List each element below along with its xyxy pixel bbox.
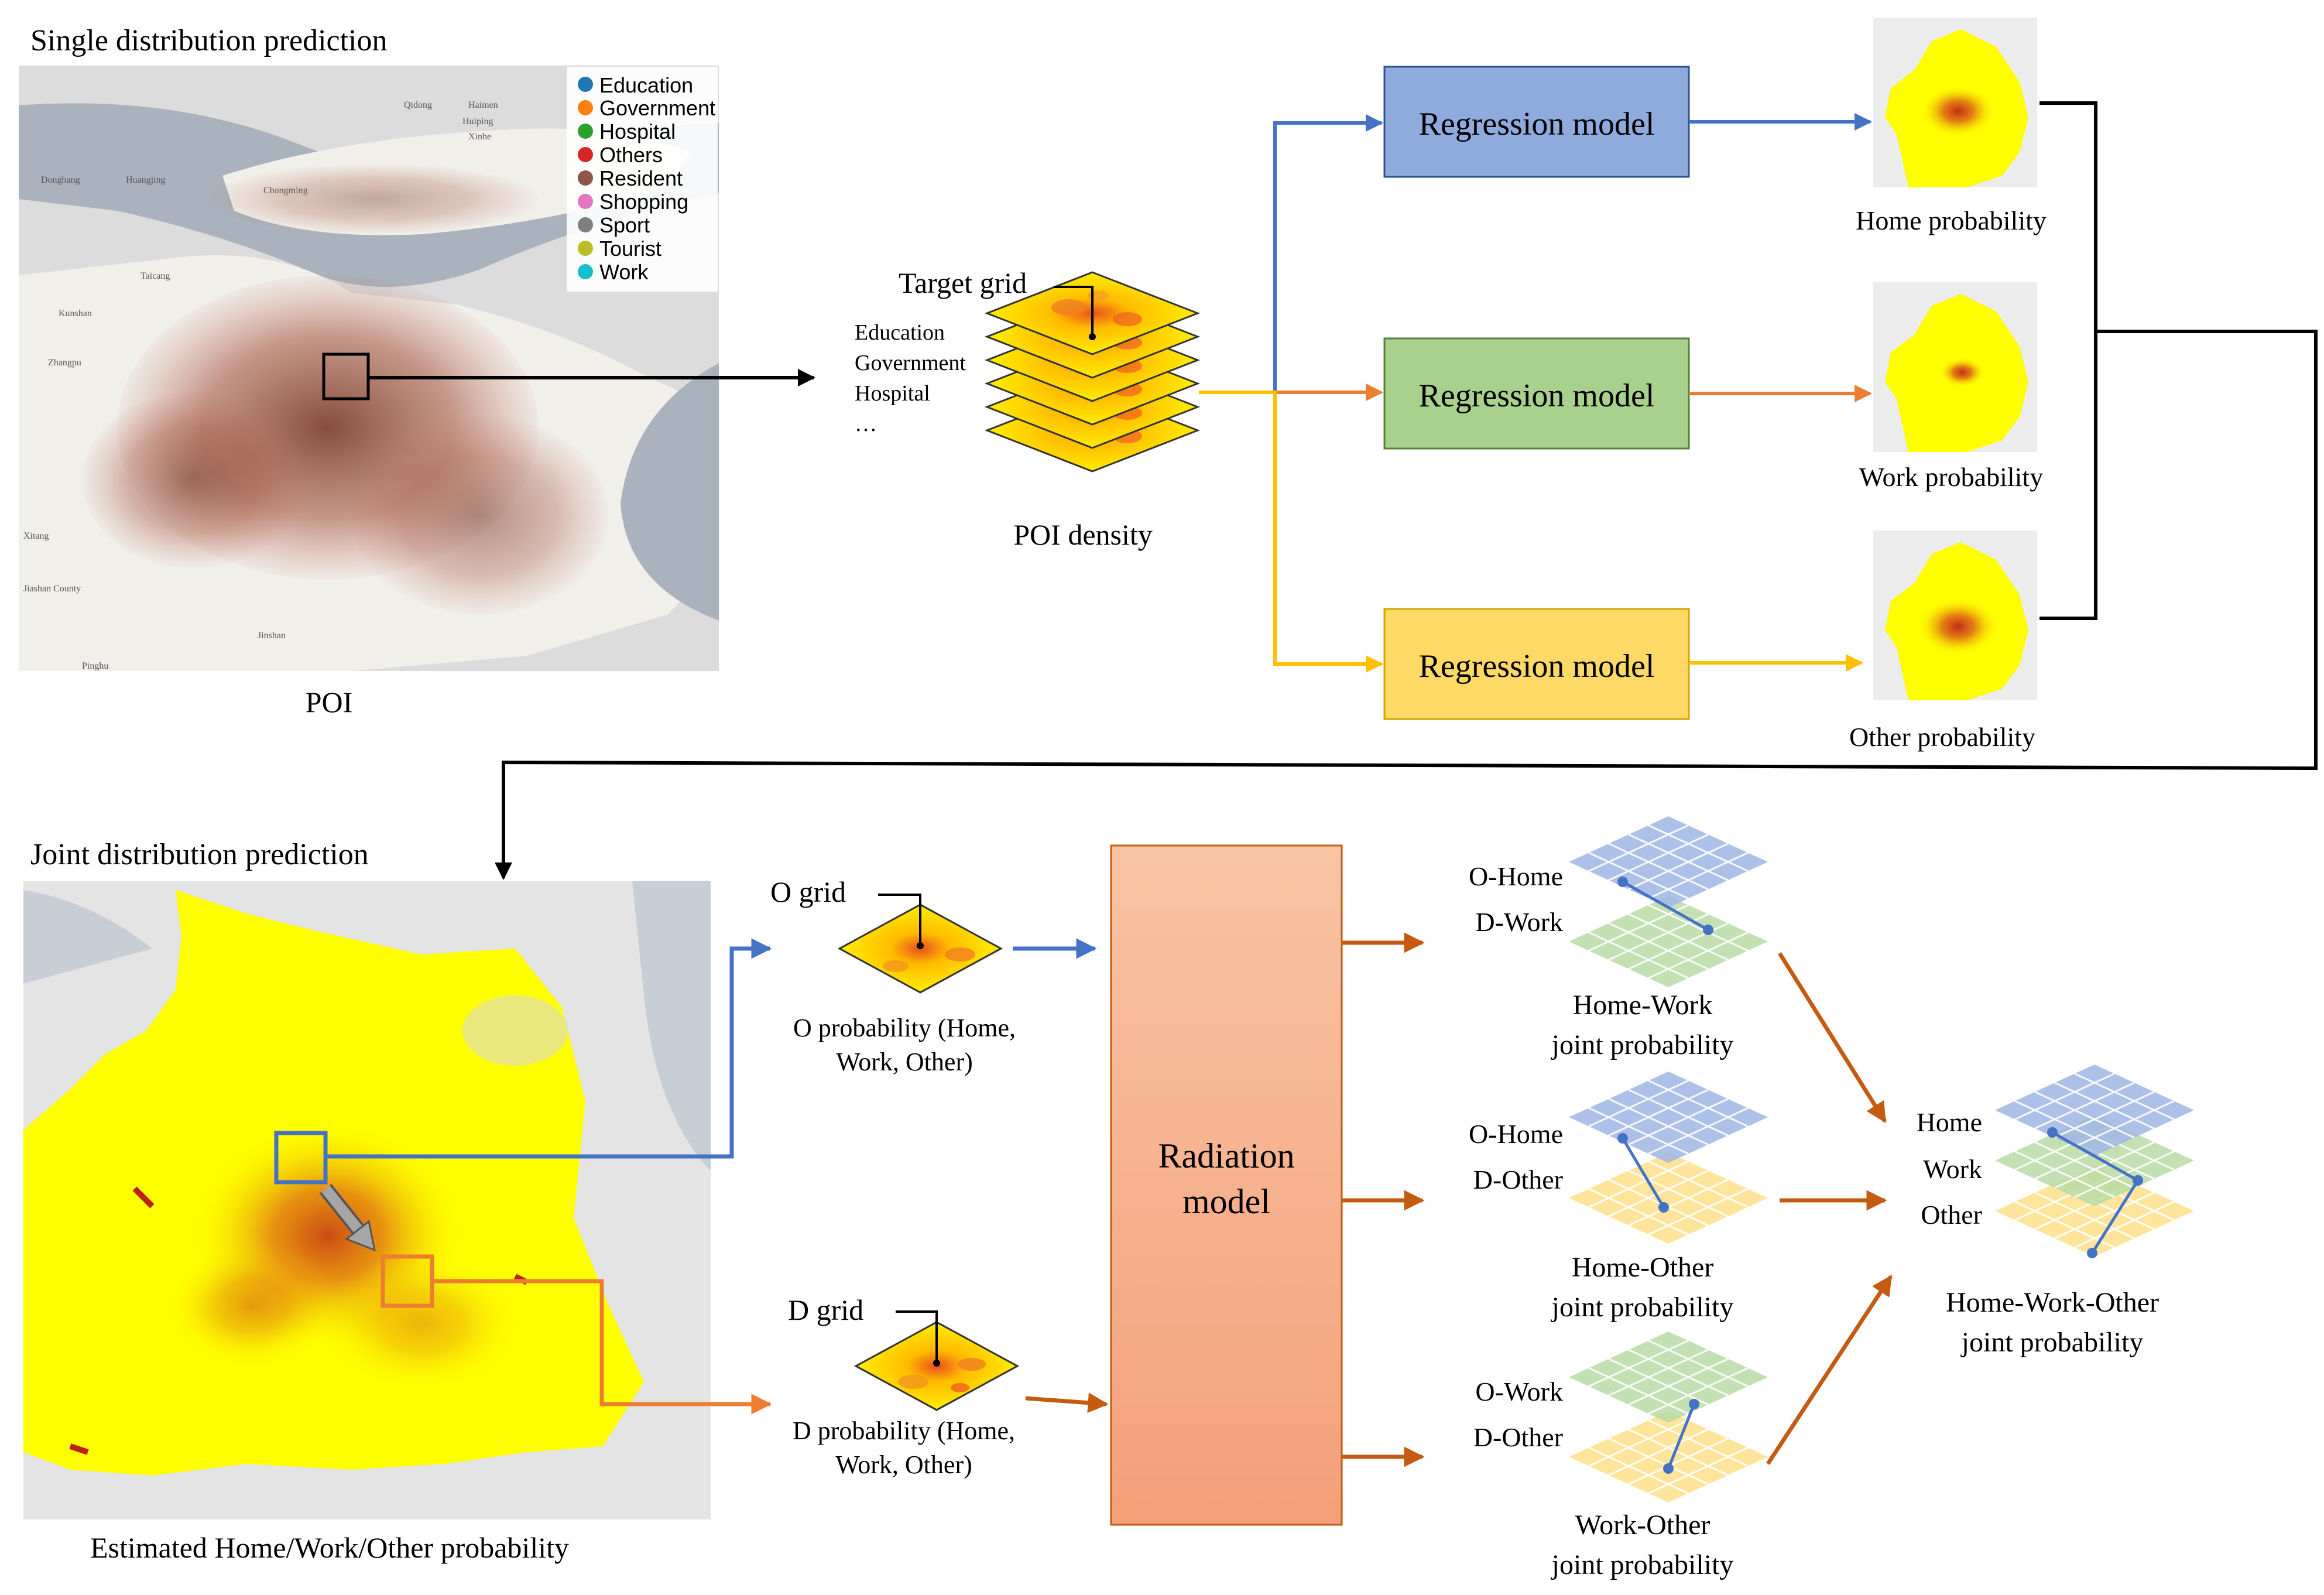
map-label-taicang: Taicang xyxy=(140,271,170,281)
legend-dot-sport xyxy=(578,217,593,232)
regression-model-work xyxy=(1383,337,1690,450)
home-probability-caption: Home probability xyxy=(1856,206,2047,235)
map-label-xinhe: Xinhe xyxy=(468,132,491,142)
other-probability-map xyxy=(1873,530,2037,700)
work-probability-caption: Work probability xyxy=(1859,462,2043,492)
density-to-home-regression-arrow xyxy=(1199,114,1383,394)
legend-dot-resident xyxy=(578,170,593,186)
final-layer-work: Work xyxy=(1923,1154,1982,1184)
map-label-haimen: Haimen xyxy=(468,100,498,110)
legend-label-shopping: Shopping xyxy=(599,190,688,214)
map-label-zhangpu: Zhangpu xyxy=(48,358,81,368)
work-other-to-final-arrow xyxy=(1766,1275,1893,1465)
home-probability-map xyxy=(1873,18,2037,187)
other-probability-caption: Other probability xyxy=(1849,722,2035,752)
d-grid-connector xyxy=(432,1279,772,1415)
o-grid-connector xyxy=(325,938,772,1159)
radiation-model-box xyxy=(1110,844,1343,1526)
pair2-caption-line1: Home-Other xyxy=(1572,1252,1714,1283)
regression-model-home-label: Regression model xyxy=(1419,106,1655,142)
legend-dot-shopping xyxy=(578,194,593,209)
home-work-other-layers xyxy=(1995,1065,2194,1258)
map-label-xitang: Xitang xyxy=(23,531,49,541)
legend-dot-others xyxy=(578,147,593,162)
d-grid-to-radiation-arrow xyxy=(1025,1392,1109,1413)
density-layer-more: … xyxy=(855,412,877,436)
pair1-caption-line1: Home-Work xyxy=(1573,990,1713,1021)
legend-label-government: Government xyxy=(599,96,715,120)
o-grid-tile xyxy=(837,894,1003,994)
legend-label-work: Work xyxy=(599,260,649,284)
map-label-chongming: Chongming xyxy=(263,186,308,196)
pair1-bottom-label: D-Work xyxy=(1475,907,1563,937)
pair3-caption-line2: joint probability xyxy=(1551,1549,1734,1580)
radiation-model-line1: Radiation xyxy=(1158,1137,1294,1175)
pair1-caption-line2: joint probability xyxy=(1551,1029,1734,1060)
density-to-other-regression-arrow xyxy=(1199,391,1383,673)
o-probability-line2: Work, Other) xyxy=(836,1048,973,1076)
o-grid-label: O grid xyxy=(770,875,846,908)
outputs-bracket xyxy=(2040,101,2097,620)
legend-label-resident: Resident xyxy=(599,166,683,190)
o-probability-line1: O probability (Home, xyxy=(793,1014,1016,1042)
home-other-layers xyxy=(1569,1072,1768,1244)
map-label-huiping: Huiping xyxy=(462,117,493,126)
radiation-model-line2: model xyxy=(1182,1182,1270,1221)
poi-map-place-labels: Qidong Haimen Huiping Xinhe Dongbang Hua… xyxy=(23,100,498,671)
legend-label-others: Others xyxy=(599,143,663,167)
map-label-jinshan: Jinshan xyxy=(258,631,286,641)
home-work-layers xyxy=(1569,816,1768,987)
legend-dot-work xyxy=(578,264,593,279)
map-label-kunshan: Kunshan xyxy=(59,309,92,319)
work-other-layers xyxy=(1569,1332,1768,1502)
map-label-huangjing: Huangjing xyxy=(126,175,166,185)
map-label-dongbang: Dongbang xyxy=(41,175,80,185)
map-label-pinghu: Pinghu xyxy=(82,661,108,671)
legend-dot-tourist xyxy=(578,241,593,256)
outputs-to-joint-connector xyxy=(495,330,2318,880)
pair3-caption-line1: Work-Other xyxy=(1575,1510,1711,1541)
pair1-top-label: O-Home xyxy=(1469,861,1563,891)
legend-label-sport: Sport xyxy=(599,213,650,237)
d-grid-tile xyxy=(853,1310,1020,1411)
pair2-top-label: O-Home xyxy=(1469,1119,1563,1149)
poi-map-caption: POI xyxy=(306,686,353,718)
home-work-to-final-arrow xyxy=(1778,952,1887,1123)
legend-label-tourist: Tourist xyxy=(599,237,661,261)
density-layer-hospital: Hospital xyxy=(855,381,930,406)
final-caption-line1: Home-Work-Other xyxy=(1946,1287,2159,1318)
poi-density-stack xyxy=(986,271,1199,473)
poi-legend: Education Government Hospital Others Res… xyxy=(567,67,718,292)
regression-model-work-label: Regression model xyxy=(1419,378,1655,414)
work-probability-map xyxy=(1873,282,2037,452)
estimated-probability-map xyxy=(23,881,711,1519)
legend-label-hospital: Hospital xyxy=(599,119,676,143)
density-layer-government: Government xyxy=(855,351,966,375)
final-layer-home: Home xyxy=(1917,1107,1982,1137)
regression-model-other-label: Regression model xyxy=(1419,648,1655,684)
pair3-top-label: O-Work xyxy=(1475,1377,1563,1406)
poi-density-caption: POI density xyxy=(1013,518,1153,551)
joint-distribution-title: Joint distribution prediction xyxy=(30,838,369,871)
single-distribution-title: Single distribution prediction xyxy=(30,24,388,57)
d-probability-line1: D probability (Home, xyxy=(793,1416,1015,1445)
legend-dot-education xyxy=(578,77,593,92)
final-caption-line2: joint probability xyxy=(1960,1327,2144,1358)
map-label-jiashan: Jiashan County xyxy=(23,584,81,594)
d-probability-line2: Work, Other) xyxy=(835,1450,972,1479)
legend-label-education: Education xyxy=(599,73,693,97)
pair3-bottom-label: D-Other xyxy=(1473,1422,1563,1452)
legend-dot-hospital xyxy=(578,124,593,139)
density-layer-education: Education xyxy=(855,320,945,345)
d-grid-label: D grid xyxy=(788,1293,863,1326)
legend-dot-government xyxy=(578,100,593,115)
regression-model-other xyxy=(1383,608,1690,720)
final-layer-other: Other xyxy=(1921,1200,1982,1230)
estimated-probability-caption: Estimated Home/Work/Other probability xyxy=(90,1531,569,1564)
target-grid-label: Target grid xyxy=(899,266,1027,299)
pair2-caption-line2: joint probability xyxy=(1551,1292,1734,1323)
map-label-qidong: Qidong xyxy=(404,100,432,110)
pair2-bottom-label: D-Other xyxy=(1473,1165,1563,1194)
